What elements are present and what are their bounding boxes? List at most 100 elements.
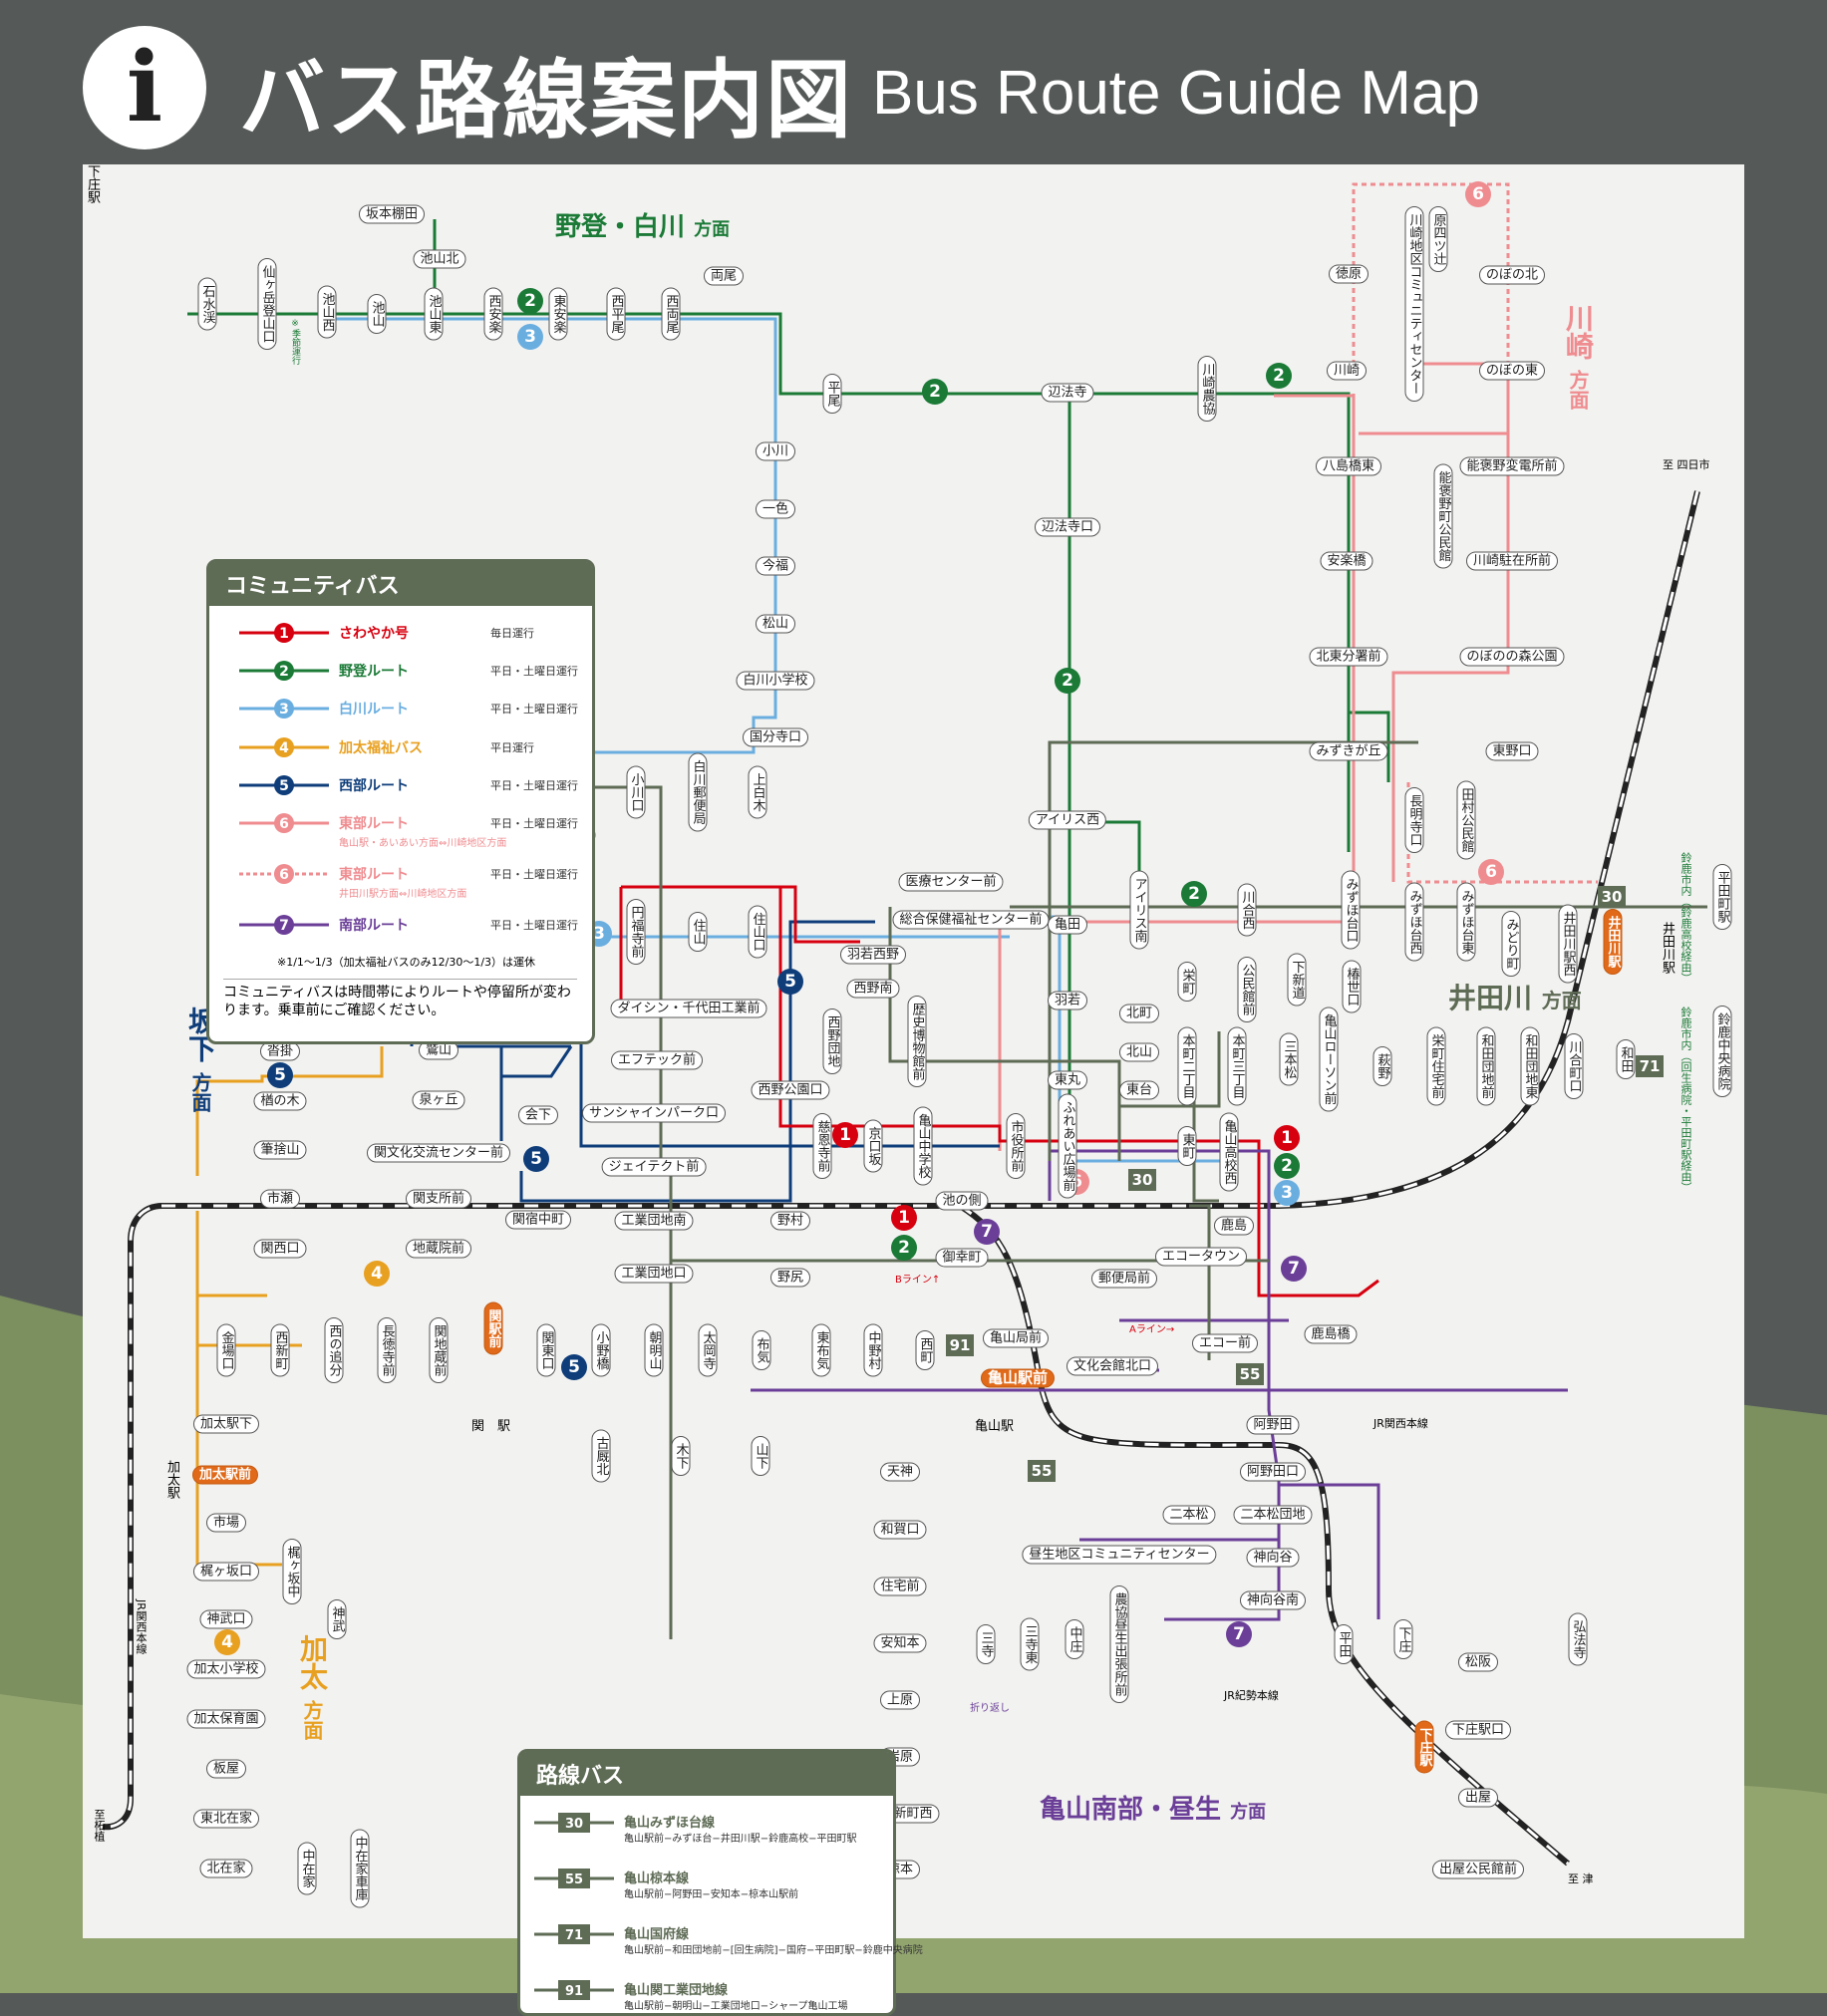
- bus-stop[interactable]: 仙ヶ岳登山口: [257, 258, 277, 350]
- bus-stop[interactable]: 東安楽: [548, 287, 568, 341]
- bus-stop[interactable]: 会下: [517, 1105, 559, 1125]
- bus-stop[interactable]: 椿世口: [1342, 960, 1362, 1013]
- bus-stop[interactable]: 栄町住宅前: [1426, 1026, 1446, 1106]
- bus-stop[interactable]: 筆捨山: [253, 1140, 307, 1160]
- bus-stop[interactable]: 関支所前: [405, 1189, 472, 1209]
- bus-stop[interactable]: 加太駅下: [192, 1414, 260, 1434]
- bus-stop[interactable]: 出屋公民館前: [1431, 1860, 1525, 1879]
- bus-stop[interactable]: 小野橋: [591, 1323, 611, 1377]
- bus-stop[interactable]: 辺法寺口: [1034, 517, 1101, 537]
- bus-stop[interactable]: みずほ台口: [1341, 870, 1361, 950]
- bus-stop[interactable]: 野村: [769, 1211, 811, 1231]
- bus-stop[interactable]: 北在家: [199, 1859, 253, 1878]
- bus-stop[interactable]: 神武口: [199, 1609, 253, 1629]
- bus-stop[interactable]: 鹿島橋: [1304, 1324, 1358, 1344]
- bus-stop[interactable]: 本町三丁目: [1227, 1026, 1247, 1106]
- bus-stop[interactable]: 西野南: [846, 979, 900, 999]
- bus-stop[interactable]: 亀山局前: [982, 1328, 1050, 1348]
- bus-stop[interactable]: 北町: [1118, 1004, 1160, 1023]
- bus-stop[interactable]: 弘法寺: [1568, 1612, 1588, 1666]
- bus-stop[interactable]: 能褒野変電所前: [1459, 456, 1565, 476]
- bus-stop[interactable]: 池山西: [317, 285, 337, 339]
- bus-stop[interactable]: 西平尾: [606, 287, 626, 341]
- bus-stop[interactable]: 地蔵院前: [405, 1239, 472, 1259]
- bus-stop[interactable]: 長明寺口: [1404, 787, 1424, 853]
- bus-stop[interactable]: 和賀口: [873, 1520, 927, 1540]
- bus-stop[interactable]: 中在家: [297, 1842, 317, 1895]
- bus-stop[interactable]: 円福寺前: [626, 899, 646, 965]
- bus-stop[interactable]: 徳原: [1328, 264, 1370, 284]
- bus-stop[interactable]: ジェイテクト前: [601, 1157, 707, 1177]
- bus-stop[interactable]: 上原: [879, 1690, 921, 1710]
- bus-stop[interactable]: 関文化交流センター前: [366, 1143, 511, 1163]
- bus-stop[interactable]: 原四ツ辻: [1428, 206, 1448, 272]
- bus-stop[interactable]: 松阪: [1457, 1652, 1499, 1672]
- bus-stop[interactable]: 東野口: [1485, 741, 1539, 761]
- bus-stop[interactable]: 白川郵便局: [688, 752, 708, 832]
- bus-stop[interactable]: 住山: [688, 912, 708, 952]
- bus-stop[interactable]: ダイシン・千代田工業前: [610, 999, 767, 1018]
- bus-stop[interactable]: 萩野: [1372, 1046, 1392, 1086]
- station-idagawa-stop[interactable]: 井田川駅: [1603, 909, 1623, 975]
- bus-stop[interactable]: 京口坂: [863, 1119, 883, 1173]
- bus-stop[interactable]: 西の追分: [324, 1317, 344, 1383]
- bus-stop[interactable]: サンシャインパーク口: [581, 1103, 727, 1123]
- bus-stop[interactable]: 沓掛: [259, 1041, 301, 1061]
- station-kameyama-mae[interactable]: 亀山駅前: [980, 1368, 1056, 1388]
- bus-stop[interactable]: 小川: [755, 441, 796, 461]
- bus-stop[interactable]: 川崎: [1326, 361, 1368, 381]
- bus-stop[interactable]: 中庄: [1065, 1619, 1084, 1659]
- station-seki-mae[interactable]: 関駅前: [483, 1301, 503, 1355]
- bus-stop[interactable]: 西新町: [270, 1323, 290, 1377]
- bus-stop[interactable]: 一色: [755, 499, 796, 519]
- bus-stop[interactable]: 国分寺口: [742, 727, 809, 747]
- bus-stop[interactable]: 和田: [1616, 1039, 1636, 1079]
- bus-stop[interactable]: 能褒野町公民館: [1433, 463, 1453, 569]
- bus-stop[interactable]: 鹿島: [1213, 1216, 1255, 1236]
- bus-stop[interactable]: 住宅前: [873, 1577, 927, 1596]
- bus-stop[interactable]: 川合町口: [1564, 1033, 1584, 1099]
- bus-stop[interactable]: 池の側: [935, 1191, 989, 1211]
- bus-stop[interactable]: 関宿中町: [504, 1210, 572, 1230]
- bus-stop[interactable]: 池山: [367, 294, 387, 334]
- bus-stop[interactable]: 両尾: [703, 266, 745, 286]
- bus-stop[interactable]: 阿野田: [1246, 1415, 1300, 1435]
- bus-stop[interactable]: 泉ヶ丘: [412, 1090, 465, 1110]
- bus-stop[interactable]: 川崎駐在所前: [1465, 551, 1559, 571]
- bus-stop[interactable]: 東北在家: [192, 1809, 260, 1829]
- bus-stop[interactable]: 医療センター前: [898, 872, 1004, 892]
- bus-stop[interactable]: 御幸町: [935, 1248, 989, 1268]
- bus-stop[interactable]: のぼの北: [1478, 265, 1546, 285]
- bus-stop[interactable]: 川合西: [1237, 883, 1257, 937]
- bus-stop[interactable]: 農協昼生出張所前: [1109, 1585, 1129, 1703]
- bus-stop[interactable]: 東町: [1177, 1126, 1197, 1166]
- bus-stop[interactable]: 羽若: [1047, 991, 1088, 1010]
- bus-stop[interactable]: 工業団地口: [614, 1264, 694, 1284]
- bus-stop[interactable]: 市役所前: [1006, 1113, 1026, 1179]
- bus-stop[interactable]: 長徳寺前: [377, 1317, 397, 1383]
- bus-stop[interactable]: 西野団地: [822, 1008, 842, 1074]
- bus-stop[interactable]: のぼの東: [1478, 361, 1546, 381]
- bus-stop[interactable]: 神向谷: [1246, 1548, 1300, 1568]
- bus-stop[interactable]: 文化会館北口: [1066, 1356, 1159, 1376]
- bus-stop[interactable]: 中在家車庫: [350, 1829, 370, 1908]
- bus-stop[interactable]: 山下: [751, 1436, 770, 1476]
- stop-suzuka-chuo[interactable]: 鈴鹿中央病院: [1712, 1006, 1732, 1097]
- bus-stop[interactable]: 松山: [755, 614, 796, 634]
- bus-stop[interactable]: 池山東: [424, 287, 444, 341]
- bus-stop[interactable]: 二本松: [1162, 1505, 1216, 1525]
- bus-stop[interactable]: 神武: [327, 1599, 347, 1639]
- bus-stop[interactable]: 市場: [205, 1513, 247, 1533]
- bus-stop[interactable]: 羽若西野: [839, 945, 907, 965]
- bus-stop[interactable]: 平田: [1334, 1624, 1354, 1664]
- bus-stop[interactable]: みどり町: [1501, 911, 1521, 977]
- bus-stop[interactable]: エフテック前: [610, 1050, 704, 1070]
- bus-stop[interactable]: 木下: [671, 1436, 691, 1476]
- bus-stop[interactable]: 今福: [755, 556, 796, 576]
- bus-stop[interactable]: 西町: [915, 1330, 935, 1370]
- bus-stop[interactable]: 田村公民館: [1456, 780, 1476, 860]
- bus-stop[interactable]: 安知本: [873, 1633, 927, 1653]
- bus-stop[interactable]: 亀山高校西: [1219, 1112, 1239, 1192]
- bus-stop[interactable]: 住山口: [748, 905, 767, 959]
- bus-stop[interactable]: 安楽橋: [1320, 551, 1373, 571]
